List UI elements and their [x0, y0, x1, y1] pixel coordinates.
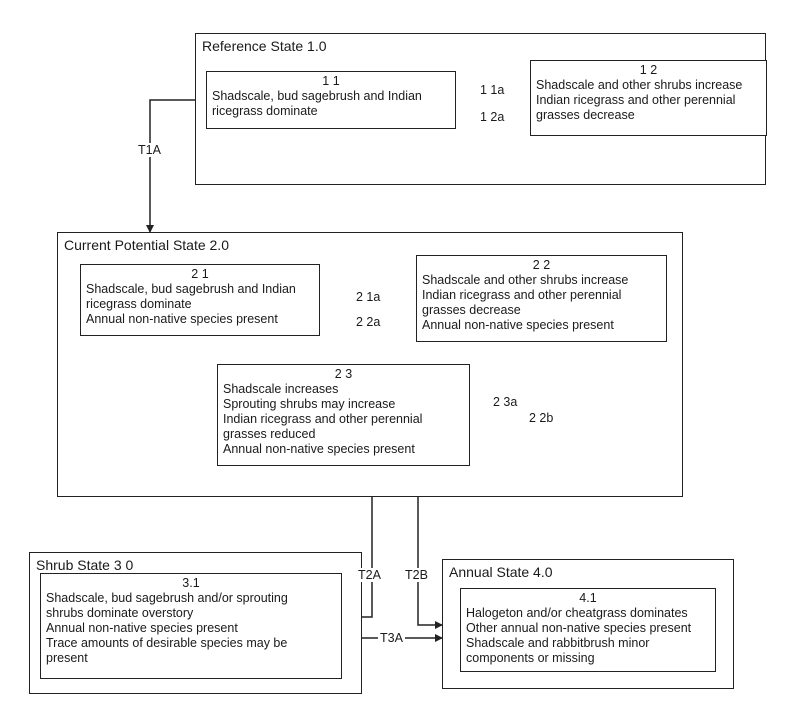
community-text: Shadscale, bud sagebrush and Indian	[86, 282, 296, 296]
community-text: Sprouting shrubs may increase	[223, 397, 396, 411]
community-text: Indian ricegrass and other perennial	[536, 93, 736, 107]
community-id: 2 3	[334, 367, 353, 381]
community-text: Annual non-native species present	[422, 318, 614, 332]
community-text: Shadscale, bud sagebrush and/or sproutin…	[46, 591, 288, 605]
shrub-state-title: Shrub State 3 0	[36, 557, 134, 573]
community-text: shrubs dominate overstory	[46, 606, 194, 620]
community-text: Shadscale, bud sagebrush and Indian	[212, 89, 422, 103]
community-text: components or missing	[466, 651, 595, 665]
community-id: 2 1	[191, 267, 209, 281]
community-4-1: 4.1 Halogeton and/or cheatgrass dominate…	[460, 588, 716, 672]
community-1-2: 1 2 Shadscale and other shrubs increase …	[530, 60, 767, 136]
arrow-t1a	[146, 99, 195, 233]
pathway-label-2-1a: 2 1a	[354, 290, 383, 304]
community-text: Trace amounts of desirable species may b…	[46, 636, 288, 650]
community-text: Shadscale increases	[223, 382, 339, 396]
community-text: grasses decrease	[536, 108, 635, 122]
community-id: 4.1	[579, 591, 597, 605]
community-text: Indian ricegrass and other perennial	[422, 288, 622, 302]
community-id: 1 2	[639, 63, 658, 77]
community-text: Shadscale and rabbitbrush minor	[466, 636, 650, 650]
community-text: Annual non-native species present	[46, 621, 238, 635]
community-2-3: 2 3 Shadscale increases Sprouting shrubs…	[217, 364, 470, 466]
pathway-label-2-3a: 2 3a	[491, 395, 520, 409]
community-2-1: 2 1 Shadscale, bud sagebrush and Indian …	[80, 264, 320, 336]
pathway-label-2-2a: 2 2a	[354, 315, 383, 329]
community-3-1: 3.1 Shadscale, bud sagebrush and/or spro…	[40, 573, 342, 679]
current-state-title: Current Potential State 2.0	[64, 237, 229, 253]
community-1-1: 1 1 Shadscale, bud sagebrush and Indian …	[206, 71, 456, 129]
community-text: Other annual non-native species present	[466, 621, 692, 635]
community-text: Annual non-native species present	[86, 312, 278, 326]
arrow-t2b	[417, 497, 443, 629]
community-text: Halogeton and/or cheatgrass dominates	[466, 606, 688, 620]
community-id: 1 1	[322, 74, 340, 88]
community-text: Annual non-native species present	[223, 442, 415, 456]
community-2-2: 2 2 Shadscale and other shrubs increase …	[416, 255, 667, 342]
community-text: present	[46, 651, 88, 665]
community-text: ricegrass dominate	[212, 104, 318, 118]
community-text: ricegrass dominate	[86, 297, 192, 311]
community-text: Shadscale and other shrubs increase	[536, 78, 743, 92]
transition-label-t3a: T3A	[378, 631, 405, 645]
community-id: 3.1	[182, 576, 200, 590]
community-text: grasses reduced	[223, 427, 316, 441]
pathway-label-1-1a: 1 1a	[478, 83, 507, 97]
pathway-label-1-2a: 1 2a	[478, 110, 507, 124]
reference-state-title: Reference State 1.0	[202, 38, 327, 54]
transition-label-t1a: T1A	[136, 143, 163, 157]
community-text: Shadscale and other shrubs increase	[422, 273, 629, 287]
community-text: Indian ricegrass and other perennial	[223, 412, 423, 426]
community-text: grasses decrease	[422, 303, 521, 317]
community-id: 2 2	[532, 258, 551, 272]
annual-state-title: Annual State 4.0	[449, 564, 553, 580]
pathway-label-2-2b: 2 2b	[527, 411, 556, 425]
transition-label-t2a: T2A	[356, 568, 383, 582]
transition-label-t2b: T2B	[403, 568, 430, 582]
